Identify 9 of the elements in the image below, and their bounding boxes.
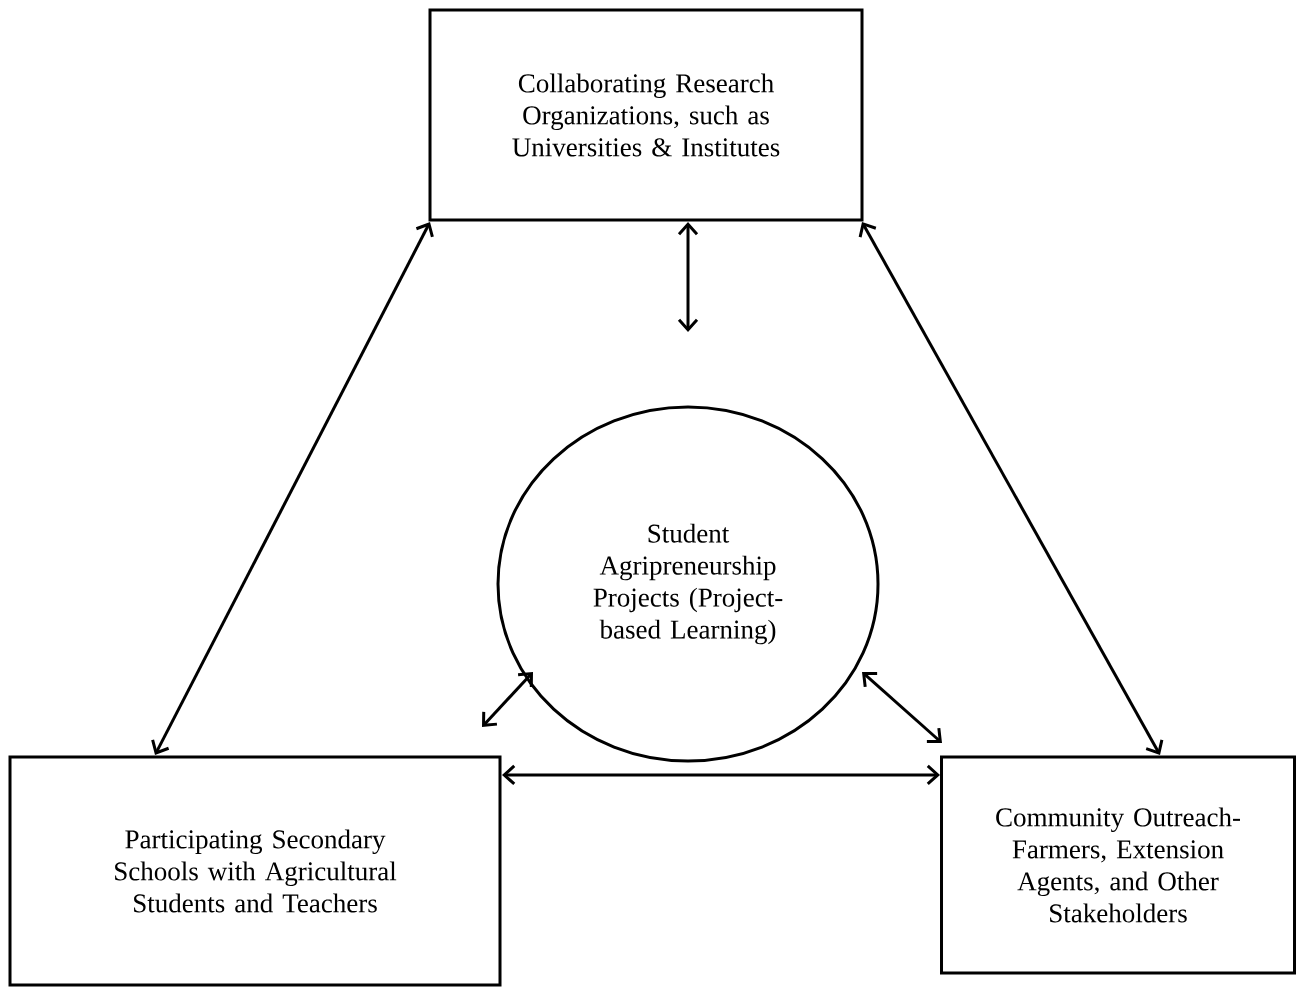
- arrow: [482, 672, 533, 727]
- arrow: [677, 222, 699, 332]
- research-box: Collaborating Research Organizations, such as Universities & Institutes: [428, 8, 864, 222]
- arrow: [502, 764, 940, 786]
- arrow: [862, 671, 942, 744]
- arrow: [858, 222, 1164, 755]
- arrow: [151, 222, 434, 755]
- community-box: Community Outreach-Farmers, Extension Agents, and Other Stakeholders: [940, 755, 1296, 975]
- school-box: Participating Secondary Schools with Agricultural Students and Teachers: [8, 755, 502, 987]
